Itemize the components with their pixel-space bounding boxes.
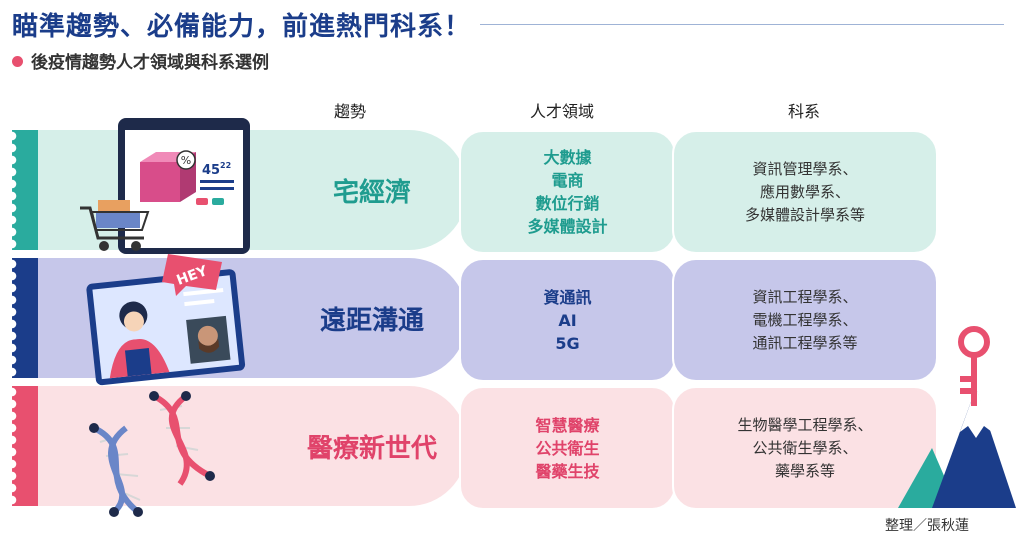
key-icon	[958, 326, 990, 406]
talent-item: 醫藥生技	[535, 461, 600, 481]
dept-item: 應用數學系、	[759, 182, 850, 201]
title-divider	[480, 24, 1004, 25]
dept-item: 通訊工程學系等	[752, 333, 858, 352]
header-talent: 人才領域	[529, 102, 594, 121]
talent-item: 數位行銷	[535, 194, 600, 213]
tablet-number-text: 45	[202, 163, 220, 178]
trend-name: 遠距溝通	[319, 306, 424, 336]
dept-item: 多媒體設計學系等	[744, 205, 865, 224]
tablet-badge-text: %	[181, 154, 191, 167]
trend-row: 醫療新世代 智慧醫療 公共衛生 醫藥生技 生物醫學工程學系、 公共衛生學系、 藥…	[12, 386, 938, 510]
credit-text: 整理／張秋蓮	[885, 518, 969, 534]
trend-name: 醫療新世代	[306, 434, 437, 464]
talent-cell: 大數據 電商 數位行銷 多媒體設計	[459, 130, 676, 254]
talent-item: 大數據	[543, 148, 592, 167]
row-stripe	[12, 258, 38, 378]
talent-item: 5G	[555, 333, 580, 353]
talent-cell: 智慧醫療 公共衛生 醫藥生技	[459, 386, 676, 510]
dna-helix-icon	[89, 391, 215, 517]
dept-item: 資訊管理學系、	[752, 159, 858, 178]
dept-item: 電機工程學系、	[752, 310, 858, 329]
trend-name: 宅經濟	[332, 178, 411, 208]
dept-cell: 資訊管理學系、 應用數學系、 多媒體設計學系等	[672, 130, 938, 254]
key-mountain-illustration	[898, 326, 1016, 508]
subtitle: 後疫情趨勢人才領域與科系選例	[12, 48, 269, 73]
dept-cell: 資訊工程學系、 電機工程學系、 通訊工程學系等	[672, 258, 938, 382]
row-stripe	[12, 386, 38, 506]
talent-item: 資通訊	[543, 287, 592, 307]
talent-item: 多媒體設計	[527, 217, 608, 236]
trend-row: 遠距溝通 資通訊 AI 5G 資訊工程學系、 電機工程學系、 通訊工程學系等	[12, 258, 938, 382]
talent-cell: 資通訊 AI 5G	[459, 258, 676, 382]
talent-item: 電商	[551, 171, 584, 190]
shopping-tablet-icon: % 45 22	[80, 118, 250, 254]
tablet-superscript-text: 22	[220, 161, 231, 170]
video-call-icon: HEY	[86, 254, 246, 386]
dept-item: 藥學系等	[774, 461, 835, 480]
row-stripe	[12, 130, 38, 250]
talent-item: AI	[558, 310, 577, 330]
trend-band	[12, 386, 467, 506]
dept-cell: 生物醫學工程學系、 公共衛生學系、 藥學系等	[672, 386, 938, 510]
header-trend: 趨勢	[333, 102, 366, 121]
dept-item: 公共衛生學系、	[752, 438, 858, 457]
mountain-icon	[898, 388, 1016, 508]
talent-item: 公共衛生	[535, 438, 600, 458]
dept-item: 生物醫學工程學系、	[737, 415, 873, 434]
dept-item: 資訊工程學系、	[752, 287, 858, 306]
subtitle-text: 後疫情趨勢人才領域與科系選例	[31, 53, 269, 73]
bullet-dot-icon	[12, 56, 23, 67]
header-dept: 科系	[787, 102, 820, 121]
talent-item: 智慧醫療	[535, 415, 600, 435]
shopping-cart-icon	[80, 200, 150, 251]
page-title: 瞄準趨勢、必備能力，前進熱門科系！	[12, 12, 472, 42]
